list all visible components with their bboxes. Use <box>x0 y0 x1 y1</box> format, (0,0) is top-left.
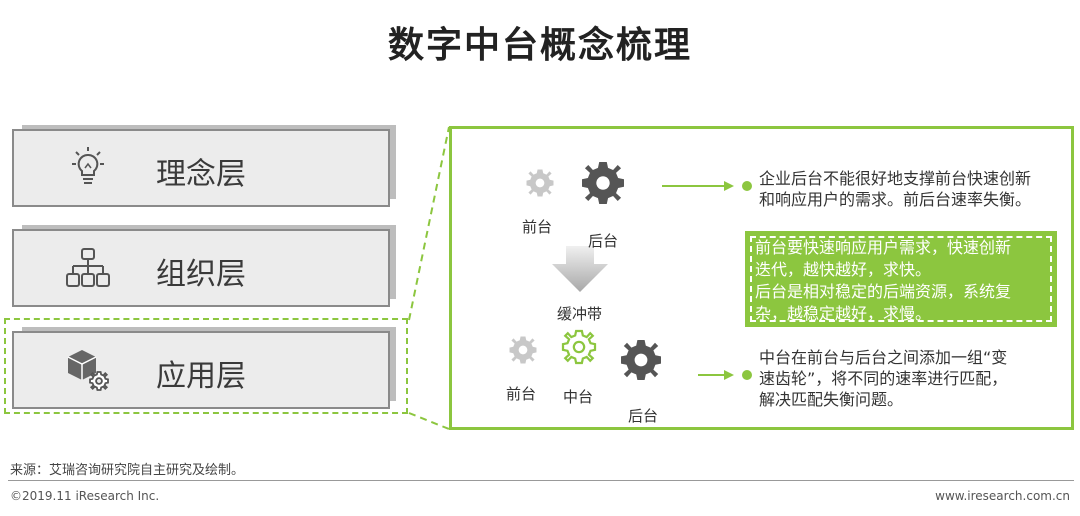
source-note: 来源：艾瑞咨询研究院自主研究及绘制。 <box>10 463 245 478</box>
layer-label: 理念层 <box>156 157 246 192</box>
gear-front-icon <box>509 336 537 364</box>
down-arrow-icon <box>552 246 608 292</box>
top-description: 企业后台不能很好地支撑前台快速创新 和响应用户的需求。前后台速率失衡。 <box>759 169 1032 209</box>
website-link[interactable]: www.iresearch.com.cn <box>935 489 1070 503</box>
page-title: 数字中台概念梳理 <box>387 25 692 66</box>
gear-back-icon <box>582 162 624 204</box>
bullet-icon <box>742 181 752 191</box>
lightbulb-icon <box>72 147 104 184</box>
cube-gear-icon <box>67 350 109 391</box>
back-label: 后台 <box>628 407 659 425</box>
bottom-description: 中台在前台与后台之间添加一组“变 速齿轮”，将不同的速率进行匹配， 解决匹配失衡… <box>759 348 1008 409</box>
gear-back-icon <box>621 340 661 380</box>
buffer-label: 缓冲带 <box>557 305 603 323</box>
bullet-icon <box>742 370 752 380</box>
layer-application: 应用层 <box>12 331 390 409</box>
layer-label: 组织层 <box>156 257 246 292</box>
layer-organization: 组织层 <box>12 229 390 307</box>
back-label: 后台 <box>588 232 619 250</box>
front-label: 前台 <box>522 218 553 236</box>
gear-front-icon <box>526 169 554 197</box>
org-chart-icon <box>66 248 110 287</box>
layer-concept: 理念层 <box>12 129 390 207</box>
layer-label: 应用层 <box>156 359 246 394</box>
gear-middle-icon <box>561 329 597 365</box>
copyright: ©2019.11 iResearch Inc. <box>10 489 160 503</box>
explanation-box: 前台要快速响应用户需求，快速创新 迭代，越快越好，求快。 后台是相对稳定的后端资… <box>747 233 1055 325</box>
highlight-dashed-box <box>4 318 408 414</box>
middle-label: 中台 <box>563 388 594 406</box>
front-label: 前台 <box>506 385 537 403</box>
footer-divider <box>8 480 1074 481</box>
